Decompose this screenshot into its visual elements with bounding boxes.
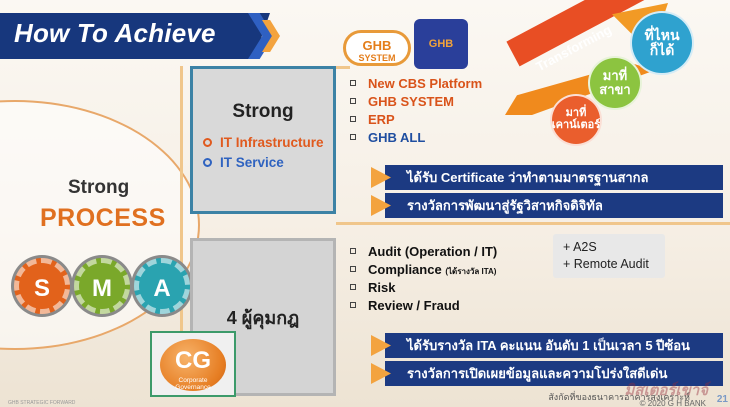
gear-a-icon: A [134, 258, 190, 314]
banner-text: ได้รับรางวัล ITA คะแนน อันดับ 1 เป็นเวลา… [407, 338, 690, 353]
list-item: GHB ALL [350, 130, 482, 148]
gear-s-icon: S [14, 258, 70, 314]
strong-box: Strong IT Infrastructure IT Service [190, 66, 336, 214]
ghb-pill: GHB SYSTEM [343, 30, 411, 66]
banner-certificate: ได้รับ Certificate ว่าทำตามมาตรฐานสากล [371, 165, 723, 190]
triangle-bullet-icon [371, 363, 391, 384]
cg-disc: CG Corporate Governance [160, 339, 226, 391]
footer-copyright: © 2020 G H BANK [639, 399, 706, 407]
square-bullet-icon [350, 248, 356, 254]
list-item: GHB SYSTEM [350, 94, 482, 112]
banner-digital-award: รางวัลการพัฒนาสู่รัฐวิสาหกิจดิจิทัล [371, 193, 723, 218]
addon-item: + Remote Audit [563, 257, 649, 271]
ring-bullet-icon [203, 158, 212, 167]
control-note: (ได้รางวัล ITA) [445, 267, 497, 276]
ghb-pill-text: GHB SYSTEM [346, 38, 408, 64]
addon-box: + A2S + Remote Audit [553, 234, 665, 278]
list-item: Risk [350, 280, 497, 298]
banner-text: รางวัลการพัฒนาสู่รัฐวิสาหกิจดิจิทัล [407, 198, 603, 213]
cg-label: CG [175, 347, 211, 374]
strong-item-it-service: IT Service [203, 155, 284, 170]
banner-text: รางวัลการเปิดเผยข้อมูลและความโปร่งใสดีเด… [407, 366, 668, 381]
ghb-system-logo: GHB SYSTEM [343, 26, 411, 70]
ghb-pill-line2: SYSTEM [358, 53, 396, 63]
square-bullet-icon [350, 266, 356, 272]
control-label: Review / Fraud [368, 298, 460, 313]
systems-list: New CBS Platform GHB SYSTEM ERP GHB ALL [350, 76, 482, 148]
control-label: Audit (Operation / IT) [368, 244, 498, 259]
gear-letter: S [33, 275, 50, 302]
banner-transparency-award: รางวัลการเปิดเผยข้อมูลและความโปร่งใสดีเด… [371, 361, 723, 386]
square-bullet-icon [350, 116, 356, 122]
list-item: New CBS Platform [350, 76, 482, 94]
bubble-branch: มาที่ สาขา [588, 56, 642, 110]
ghb-app-icon: GHB [414, 19, 468, 69]
divider-top [336, 66, 350, 69]
strong-item-it-infrastructure: IT Infrastructure [203, 135, 324, 150]
square-bullet-icon [350, 284, 356, 290]
page-title: How To Achieve [14, 18, 216, 48]
strong-label: Strong [68, 177, 130, 198]
ghb-icon-text: GHB [428, 38, 454, 50]
triangle-bullet-icon [371, 167, 391, 188]
divider-vertical [180, 66, 183, 396]
gear-letter: A [153, 275, 171, 302]
title-banner [0, 13, 270, 59]
addon-item: + A2S [563, 240, 597, 254]
gear-letter: M [92, 275, 112, 302]
triangle-bullet-icon [371, 195, 391, 216]
system-label: ERP [368, 112, 395, 127]
banner-text: ได้รับ Certificate ว่าทำตามมาตรฐานสากล [407, 170, 649, 185]
strong-item-label: IT Service [220, 155, 284, 170]
controls-list: Audit (Operation / IT) Compliance (ได้รา… [350, 244, 497, 316]
system-label: GHB SYSTEM [368, 94, 454, 109]
bubble-anywhere: ที่ไหน ก็ได้ [630, 11, 694, 75]
watermark: มิสเตอร์เขาจ์ [624, 382, 708, 399]
square-bullet-icon [350, 134, 356, 140]
auditor-box-title: 4 ผู้คุมกฎ [226, 308, 300, 328]
footer-left-note: GHB STRATEGIC FORWARD [8, 400, 76, 406]
control-label: Risk [368, 280, 396, 295]
list-item: Compliance (ได้รางวัล ITA) [350, 262, 497, 280]
ring-bullet-icon [203, 138, 212, 147]
list-item: ERP [350, 112, 482, 130]
footer-org: สังกัดที่ของธนาคารอาคารสงเคราะห์ [548, 392, 690, 402]
strong-box-title: Strong [232, 101, 294, 122]
strong-item-label: IT Infrastructure [220, 135, 324, 150]
gear-m-icon: M [74, 258, 130, 314]
process-label: PROCESS [40, 204, 166, 232]
transform-arrow-band [506, 0, 653, 67]
page-number: 21 [716, 394, 728, 405]
ghb-pill-line1: GHB [362, 38, 392, 53]
square-bullet-icon [350, 80, 356, 86]
system-label: New CBS Platform [368, 76, 483, 91]
cg-sublabel: Corporate Governance [175, 377, 211, 391]
list-item: Review / Fraud [350, 298, 497, 316]
system-label: GHB ALL [368, 130, 426, 145]
banner-ita-award: ได้รับรางวัล ITA คะแนน อันดับ 1 เป็นเวลา… [371, 333, 723, 358]
control-label: Compliance [368, 262, 442, 277]
triangle-bullet-icon [371, 335, 391, 356]
bubble-counter: มาที่ เคาน์เตอร์ [550, 94, 602, 146]
square-bullet-icon [350, 98, 356, 104]
cg-badge: CG Corporate Governance [150, 331, 236, 397]
divider-mid [336, 222, 730, 225]
list-item: Audit (Operation / IT) [350, 244, 497, 262]
square-bullet-icon [350, 302, 356, 308]
